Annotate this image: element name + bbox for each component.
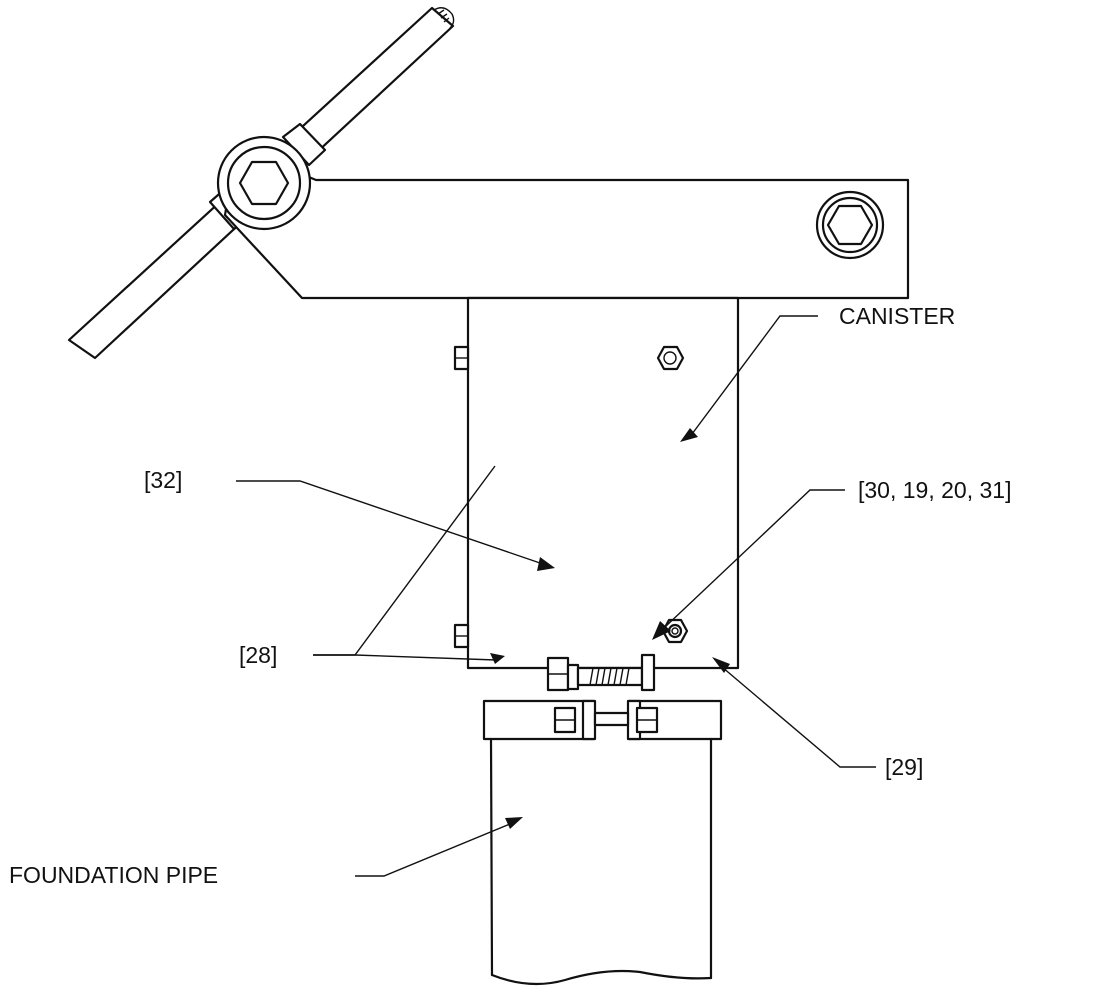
canister-side-bolts: [453, 345, 470, 649]
leader-29: [712, 657, 876, 768]
leader-28-arrow: [313, 653, 505, 664]
leader-30-19-20-31: [652, 489, 845, 640]
pipe-clamp: [482, 699, 723, 741]
pivot-hub: [216, 135, 312, 231]
leader-32: [236, 480, 555, 571]
label-32: [32]: [144, 467, 182, 493]
canister-bottom-bolt: [546, 653, 656, 692]
canister-top-nut: [656, 345, 685, 371]
horizontal-arm: [223, 168, 910, 300]
leader-canister: [680, 315, 818, 442]
canister-body: [466, 296, 740, 670]
label-29: [29]: [885, 754, 923, 780]
label-canister: CANISTER: [839, 303, 955, 329]
foundation-pipe: [489, 737, 713, 986]
label-foundation-pipe: FOUNDATION PIPE: [9, 862, 218, 888]
label-28: [28]: [239, 642, 277, 668]
leader-foundation-pipe: [355, 817, 523, 877]
label-30-19-20-31: [30, 19, 20, 31]: [858, 477, 1011, 503]
arm-end-bolt: [815, 190, 885, 260]
